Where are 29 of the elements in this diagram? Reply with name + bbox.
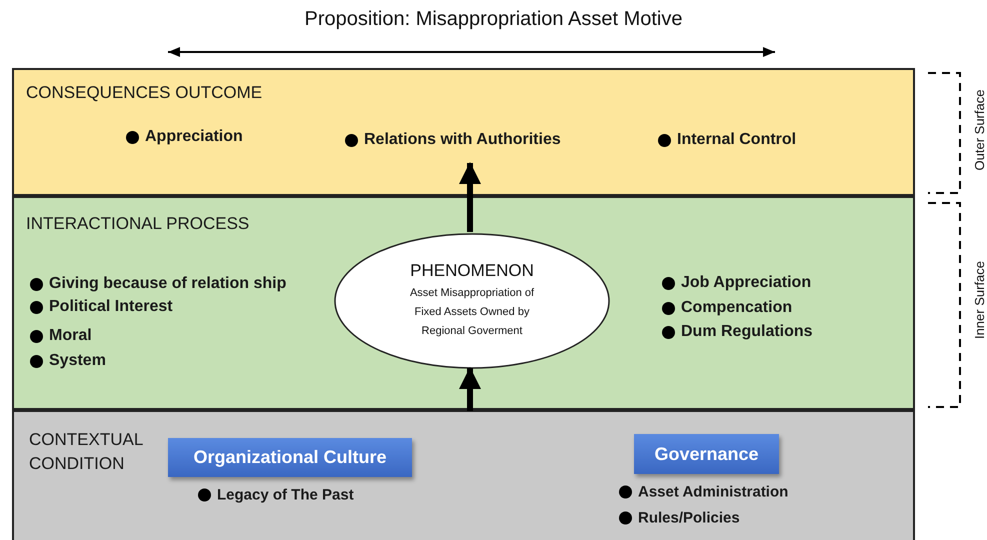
outcome-band bbox=[12, 68, 915, 196]
bullet-text: Job Appreciation bbox=[681, 274, 812, 292]
bullet-text: System bbox=[49, 352, 106, 370]
side-label: Outer Surface bbox=[972, 88, 987, 172]
bullet-text: Asset Administration bbox=[638, 484, 788, 500]
ellipse-heading: PHENOMENON bbox=[410, 261, 534, 281]
arrow bbox=[459, 162, 481, 232]
section-heading: INTERACTIONAL PROCESS bbox=[26, 214, 250, 234]
bullet-text: Dum Regulations bbox=[681, 323, 813, 341]
process-band bbox=[12, 196, 915, 410]
phenomenon-ellipse bbox=[334, 233, 610, 369]
bullet-text: Compencation bbox=[681, 299, 792, 317]
governance-box: Governance bbox=[634, 434, 779, 474]
bullet-text: Relations with Authorities bbox=[364, 131, 561, 149]
context-band bbox=[12, 410, 915, 540]
bullet-text: Legacy of The Past bbox=[217, 486, 354, 504]
title: Proposition: Misappropriation Asset Motive bbox=[304, 8, 684, 31]
bullet-text: Political Interest bbox=[49, 298, 173, 316]
arrow bbox=[459, 367, 481, 411]
bullet-text: Giving because of relation ship bbox=[49, 275, 286, 293]
section-heading: CONTEXTUAL CONDITION bbox=[29, 429, 144, 475]
bullet-text: Rules/Policies bbox=[638, 510, 740, 526]
bullet-text: Internal Control bbox=[677, 131, 796, 149]
side-label: Inner Surface bbox=[972, 260, 987, 342]
section-heading: CONSEQUENCES OUTCOME bbox=[26, 83, 262, 103]
bullet-text: Appreciation bbox=[145, 128, 243, 146]
culture-box: Organizational Culture bbox=[168, 438, 412, 477]
ellipse-text: Asset Misappropriation of Fixed Assets Owned by Regional Goverment bbox=[408, 286, 536, 339]
bullet-text: Moral bbox=[49, 327, 92, 345]
